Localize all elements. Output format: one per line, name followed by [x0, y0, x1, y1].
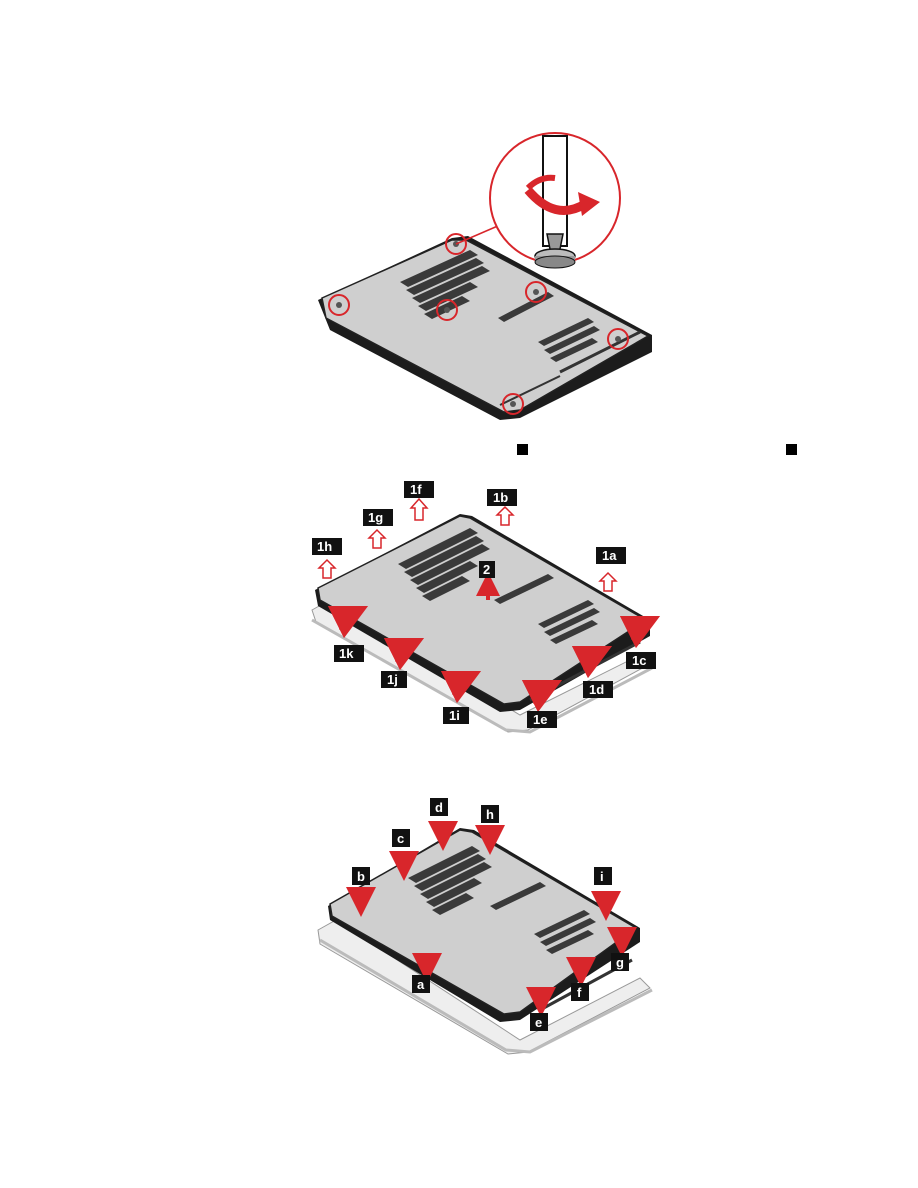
label-d: d	[430, 798, 448, 816]
step-marker-b	[786, 444, 797, 455]
svg-text:1g: 1g	[368, 510, 383, 525]
svg-text:d: d	[435, 800, 443, 815]
svg-text:1b: 1b	[493, 490, 508, 505]
label-g: g	[611, 953, 629, 971]
label-e: e	[530, 1013, 548, 1031]
svg-text:f: f	[577, 985, 582, 1000]
label-a: a	[412, 975, 430, 993]
label-f: f	[571, 983, 589, 1001]
svg-text:h: h	[486, 807, 494, 822]
label-1g: 1g	[363, 509, 393, 526]
figure-2-release-latches: 1f 1b 1g 1h 1a 2 1k 1c 1j 1d 1i 1e	[312, 481, 656, 732]
svg-text:1k: 1k	[339, 646, 354, 661]
label-1i: 1i	[443, 707, 469, 724]
svg-text:i: i	[600, 869, 604, 884]
svg-text:1f: 1f	[410, 482, 422, 497]
svg-text:e: e	[535, 1015, 542, 1030]
svg-text:1a: 1a	[602, 548, 617, 563]
svg-text:1i: 1i	[449, 708, 460, 723]
label-1a: 1a	[596, 547, 626, 564]
label-c: c	[392, 829, 410, 847]
label-1e: 1e	[527, 711, 557, 728]
label-b: b	[352, 867, 370, 885]
svg-text:1h: 1h	[317, 539, 332, 554]
label-h: h	[481, 805, 499, 823]
figure-3-press-cover: d h c b i g a f e	[318, 798, 652, 1054]
label-2: 2	[479, 561, 495, 578]
label-1d: 1d	[583, 681, 613, 698]
laptop-base-installing	[318, 828, 652, 1054]
svg-text:2: 2	[483, 562, 490, 577]
label-1c: 1c	[626, 652, 656, 669]
figure-1-loosen-screws	[318, 133, 652, 420]
step-marker-a	[517, 444, 528, 455]
svg-text:b: b	[357, 869, 365, 884]
svg-text:g: g	[616, 955, 624, 970]
laptop-base-detaching	[312, 514, 652, 732]
label-1f: 1f	[404, 481, 434, 498]
svg-text:1c: 1c	[632, 653, 646, 668]
svg-text:1d: 1d	[589, 682, 604, 697]
laptop-base-bottom-view	[318, 236, 652, 420]
label-1h: 1h	[312, 538, 342, 555]
svg-text:1e: 1e	[533, 712, 547, 727]
label-1k: 1k	[334, 645, 364, 662]
label-1b: 1b	[487, 489, 517, 506]
label-1j: 1j	[381, 671, 407, 688]
svg-text:c: c	[397, 831, 404, 846]
label-i: i	[594, 867, 612, 885]
svg-text:1j: 1j	[387, 672, 398, 687]
svg-text:a: a	[417, 977, 425, 992]
